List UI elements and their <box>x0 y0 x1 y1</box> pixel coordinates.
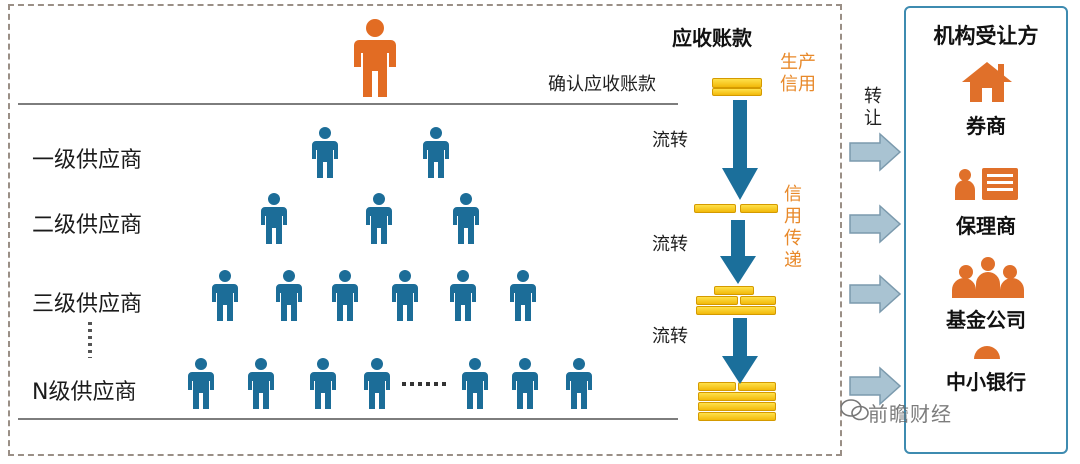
supplier-person-icon <box>186 358 216 410</box>
transfer-arrow-4 <box>848 366 902 410</box>
group-icon <box>946 256 1030 304</box>
coin-top-2 <box>712 88 762 96</box>
production-credit-label: 生产信用 <box>780 52 816 95</box>
supplier-person-icon <box>330 270 360 322</box>
coin-row2-a <box>694 204 736 213</box>
supplier-person-icon <box>510 358 540 410</box>
supplier-person-icon <box>364 193 394 245</box>
transfer-arrow-3 <box>848 274 902 318</box>
flow-label-1: 流转 <box>652 130 688 151</box>
supplier-person-icon <box>210 270 240 322</box>
flow-label-2: 流转 <box>652 234 688 255</box>
supplier-person-icon <box>564 358 594 410</box>
institution-label-bank: 中小银行 <box>946 370 1026 394</box>
institution-label-factoring: 保理商 <box>956 214 1016 238</box>
institution-panel: 机构受让方 券商 保理商 基金公司 <box>904 6 1068 454</box>
supplier-person-icon <box>259 193 289 245</box>
bank-icon <box>972 342 1002 364</box>
vertical-ellipsis <box>88 322 92 358</box>
transfer-arrow-1 <box>848 132 902 176</box>
coin-row3-b <box>696 296 738 305</box>
horizontal-ellipsis <box>402 382 450 386</box>
watermark-logo-icon <box>840 398 870 422</box>
institution-title: 机构受让方 <box>933 24 1039 48</box>
receivables-title: 应收账款 <box>672 26 752 50</box>
tier-3-label: 三级供应商 <box>32 292 143 317</box>
supplier-person-icon <box>448 270 478 322</box>
coin-row4-b <box>738 382 776 391</box>
coin-row4-d <box>698 402 776 411</box>
institution-label-securities: 券商 <box>966 114 1006 138</box>
supplier-person-icon <box>421 127 451 179</box>
tier-1-label: 一级供应商 <box>32 148 143 173</box>
supplier-person-icon <box>362 358 392 410</box>
supplier-person-icon <box>246 358 276 410</box>
supplier-person-icon <box>390 270 420 322</box>
flow-arrow-1 <box>722 100 758 204</box>
confirm-receivables-label: 确认应收账款 <box>548 74 656 95</box>
coin-row3-c <box>740 296 776 305</box>
coin-top <box>712 78 762 88</box>
coin-row4-a <box>698 382 736 391</box>
core-enterprise-person-icon <box>350 18 400 98</box>
watermark-text: 前瞻财经 <box>868 402 952 426</box>
top-divider <box>18 103 678 105</box>
supplier-person-icon <box>274 270 304 322</box>
transfer-label: 转让 <box>864 86 882 129</box>
document-icon <box>952 166 1022 206</box>
flow-arrow-3 <box>722 318 758 388</box>
flow-arrow-2 <box>720 220 756 288</box>
transfer-arrow-2 <box>848 204 902 248</box>
coin-row3-d <box>696 306 776 315</box>
tier-n-label: N级供应商 <box>32 380 137 405</box>
coin-row2-b <box>740 204 778 213</box>
tier-2-label: 二级供应商 <box>32 213 143 238</box>
supplier-person-icon <box>308 358 338 410</box>
coin-row4-e <box>698 412 776 421</box>
bottom-divider <box>18 418 678 420</box>
institution-label-fund: 基金公司 <box>946 308 1026 332</box>
flow-label-3: 流转 <box>652 326 688 347</box>
supplier-person-icon <box>460 358 490 410</box>
house-icon <box>960 60 1014 108</box>
supplier-person-icon <box>310 127 340 179</box>
diagram-frame <box>8 4 842 456</box>
credit-transfer-label: 信用传递 <box>784 184 802 271</box>
supplier-person-icon <box>451 193 481 245</box>
supplier-person-icon <box>508 270 538 322</box>
coin-row3-a <box>714 286 754 295</box>
coin-row4-c <box>698 392 776 401</box>
